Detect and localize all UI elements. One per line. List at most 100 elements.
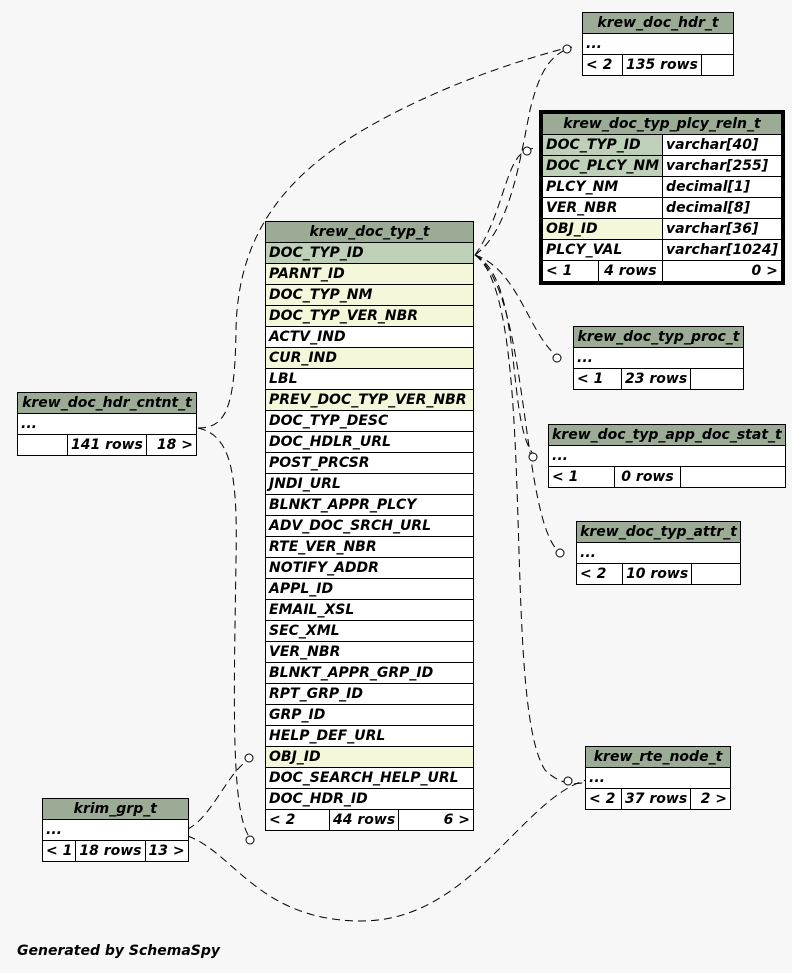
row-count: 135 rows xyxy=(622,54,702,76)
crowfoot-attr xyxy=(555,548,565,558)
column-name[interactable]: DOC_HDLR_URL xyxy=(265,431,474,453)
table-krew-doc-hdr-cntnt-t[interactable]: krew_doc_hdr_cntnt_t ... 141 rows 18 > xyxy=(17,392,198,456)
parents-count: < 2 xyxy=(576,563,623,585)
edge-doctyp-to-attr xyxy=(474,254,561,554)
table-krew-doc-typ-plcy-reln-t[interactable]: krew_doc_typ_plcy_reln_t DOC_TYP_ID varc… xyxy=(539,110,785,285)
column-name[interactable]: JNDI_URL xyxy=(265,473,474,495)
parents-count: < 1 xyxy=(548,466,615,488)
row-count: 10 rows xyxy=(621,563,693,585)
column-name[interactable]: OBJ_ID xyxy=(265,746,474,768)
parents-count: < 1 xyxy=(41,840,77,862)
column-type: varchar[255] xyxy=(662,155,782,177)
parents-count xyxy=(17,434,68,456)
column-name[interactable]: SEC_XML xyxy=(265,620,474,642)
column-name[interactable]: VER_NBR xyxy=(541,197,664,219)
column-name[interactable]: VER_NBR xyxy=(265,641,474,663)
crowfoot-hdr xyxy=(562,44,572,54)
column-type: decimal[1] xyxy=(662,176,782,198)
column-name[interactable]: EMAIL_XSL xyxy=(265,599,474,621)
row-count: 4 rows xyxy=(597,260,664,282)
column-name[interactable]: PLCY_VAL xyxy=(541,239,664,261)
edge-doctyp-to-stat xyxy=(474,254,537,458)
column-name[interactable]: OBJ_ID xyxy=(541,218,664,240)
table-ellipsis: ... xyxy=(573,347,744,369)
table-header[interactable]: krim_grp_t xyxy=(42,798,189,820)
table-header[interactable]: krew_doc_typ_plcy_reln_t xyxy=(542,113,782,135)
row-count: 37 rows xyxy=(620,788,692,810)
column-name[interactable]: DOC_TYP_ID xyxy=(265,242,474,264)
table-krew-doc-typ-app-doc-stat-t[interactable]: krew_doc_typ_app_doc_stat_t ... < 1 0 ro… xyxy=(548,424,786,488)
table-header[interactable]: krew_doc_hdr_t xyxy=(582,12,734,34)
column-name[interactable]: HELP_DEF_URL xyxy=(265,725,474,747)
column-name[interactable]: BLNKT_APPR_PLCY xyxy=(265,494,474,516)
table-header[interactable]: krew_rte_node_t xyxy=(585,746,731,768)
column-name[interactable]: RPT_GRP_ID xyxy=(265,683,474,705)
children-count xyxy=(680,466,786,488)
column-name[interactable]: ADV_DOC_SRCH_URL xyxy=(265,515,474,537)
column-name[interactable]: PREV_DOC_TYP_VER_NBR xyxy=(265,389,474,411)
table-ellipsis: ... xyxy=(582,33,734,55)
crowfoot-plcy xyxy=(522,146,532,156)
column-name[interactable]: ACTV_IND xyxy=(265,326,474,348)
children-count xyxy=(691,563,741,585)
column-name[interactable]: NOTIFY_ADDR xyxy=(265,557,474,579)
table-krew-doc-typ-proc-t[interactable]: krew_doc_typ_proc_t ... < 1 23 rows xyxy=(573,326,744,390)
column-name[interactable]: DOC_HDR_ID xyxy=(265,788,474,810)
column-type: varchar[40] xyxy=(662,134,782,156)
parents-count: < 2 xyxy=(585,788,622,810)
table-krew-rte-node-t[interactable]: krew_rte_node_t ... < 2 37 rows 2 > xyxy=(585,746,731,810)
column-name[interactable]: DOC_TYP_NM xyxy=(265,284,474,306)
column-name[interactable]: CUR_IND xyxy=(265,347,474,369)
column-name[interactable]: LBL xyxy=(265,368,474,390)
crowfoot-grpid xyxy=(244,753,254,763)
edge-doctyp-to-plcy xyxy=(474,147,539,256)
row-count: 23 rows xyxy=(620,368,692,390)
column-type: varchar[36] xyxy=(662,218,782,240)
column-name[interactable]: POST_PRCSR xyxy=(265,452,474,474)
edge-cntnt-to-doctyp xyxy=(197,427,253,841)
table-ellipsis: ... xyxy=(576,542,741,564)
parents-count: < 2 xyxy=(582,54,623,76)
children-count: 6 > xyxy=(398,809,474,831)
column-name[interactable]: PARNT_ID xyxy=(265,263,474,285)
table-ellipsis: ... xyxy=(42,819,189,841)
table-header[interactable]: krew_doc_typ_attr_t xyxy=(576,521,741,543)
table-ellipsis: ... xyxy=(17,413,197,435)
column-name[interactable]: PLCY_NM xyxy=(541,176,664,198)
column-type: decimal[8] xyxy=(662,197,782,219)
edge-grp-to-doctyp xyxy=(174,757,253,834)
children-count: 18 > xyxy=(145,434,198,456)
column-name[interactable]: APPL_ID xyxy=(265,578,474,600)
parents-count: < 2 xyxy=(265,809,330,831)
table-ellipsis: ... xyxy=(548,445,786,467)
row-count: 141 rows xyxy=(67,434,147,456)
table-header[interactable]: krew_doc_typ_t xyxy=(265,221,474,243)
generated-by-footer: Generated by SchemaSpy xyxy=(17,943,221,959)
column-name[interactable]: BLNKT_APPR_GRP_ID xyxy=(265,662,474,684)
column-name[interactable]: DOC_PLCY_NM xyxy=(541,155,664,177)
column-name[interactable]: GRP_ID xyxy=(265,704,474,726)
crowfoot-rte xyxy=(563,776,573,786)
column-name[interactable]: DOC_TYP_VER_NBR xyxy=(265,305,474,327)
row-count: 44 rows xyxy=(328,809,400,831)
table-header[interactable]: krew_doc_typ_app_doc_stat_t xyxy=(548,424,786,446)
parents-count: < 1 xyxy=(542,260,599,282)
table-header[interactable]: krew_doc_typ_proc_t xyxy=(573,326,744,348)
row-count: 0 rows xyxy=(614,466,681,488)
children-count xyxy=(700,54,735,76)
row-count: 18 rows xyxy=(75,840,146,862)
edge-doctyp-to-rte xyxy=(474,254,587,784)
parents-count: < 1 xyxy=(573,368,622,390)
table-krew-doc-typ-attr-t[interactable]: krew_doc_typ_attr_t ... < 2 10 rows xyxy=(576,521,741,585)
table-header[interactable]: krew_doc_hdr_cntnt_t xyxy=(17,392,197,414)
table-krim-grp-t[interactable]: krim_grp_t ... < 1 18 rows 13 > xyxy=(41,798,189,862)
column-name[interactable]: DOC_SEARCH_HELP_URL xyxy=(265,767,474,789)
table-krew-doc-hdr-t[interactable]: krew_doc_hdr_t ... < 2 135 rows xyxy=(582,12,735,76)
column-name[interactable]: RTE_VER_NBR xyxy=(265,536,474,558)
crowfoot-stat xyxy=(528,452,538,462)
column-name[interactable]: DOC_TYP_ID xyxy=(541,134,664,156)
crowfoot-proc xyxy=(552,353,562,363)
column-name[interactable]: DOC_TYP_DESC xyxy=(265,410,474,432)
